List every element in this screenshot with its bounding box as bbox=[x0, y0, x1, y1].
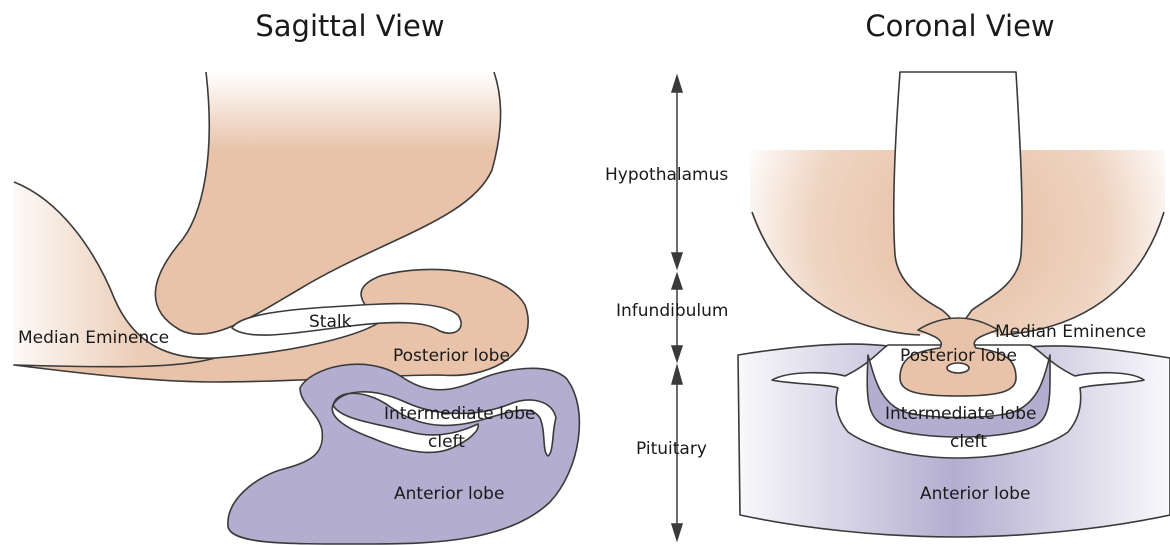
coronal-median-eminence-label: Median Eminence bbox=[995, 322, 1146, 342]
sagittal-posterior-lobe-label: Posterior lobe bbox=[393, 346, 510, 366]
coronal-cleft-label: cleft bbox=[950, 432, 987, 452]
coronal-view-title: Coronal View bbox=[865, 9, 1054, 43]
sagittal-stalk-label: Stalk bbox=[309, 312, 352, 332]
pituitary-arrow-head-up bbox=[672, 366, 682, 384]
sagittal-view-title: Sagittal View bbox=[255, 9, 444, 43]
infundibulum-arrow-head-down bbox=[672, 346, 682, 361]
hypothalamus-arrow-head-up bbox=[672, 76, 682, 92]
sagittal-view bbox=[14, 72, 579, 544]
coronal-anterior-lobe-label: Anterior lobe bbox=[920, 484, 1030, 504]
infundibulum-arrow-head-up bbox=[672, 274, 682, 289]
sagittal-anterior-lobe-label: Anterior lobe bbox=[394, 484, 504, 504]
sagittal-anterior-lobe-shape bbox=[228, 364, 579, 544]
pituitary-label: Pituitary bbox=[636, 439, 707, 459]
coronal-posterior-lobe-label: Posterior lobe bbox=[900, 346, 1017, 366]
coronal-third-ventricle bbox=[894, 72, 1022, 325]
infundibulum-label: Infundibulum bbox=[616, 301, 728, 321]
coronal-intermediate-lobe-label: Intermediate lobe bbox=[885, 404, 1036, 424]
sagittal-intermediate-lobe-label: Intermediate lobe bbox=[384, 404, 535, 424]
sagittal-median-eminence-label: Median Eminence bbox=[18, 328, 169, 348]
hypothalamus-arrow-head-down bbox=[672, 253, 682, 268]
sagittal-cleft-label: cleft bbox=[428, 432, 465, 452]
hypothalamus-label: Hypothalamus bbox=[605, 165, 728, 185]
pituitary-arrow-head-down bbox=[672, 524, 682, 540]
coronal-view bbox=[738, 72, 1170, 537]
